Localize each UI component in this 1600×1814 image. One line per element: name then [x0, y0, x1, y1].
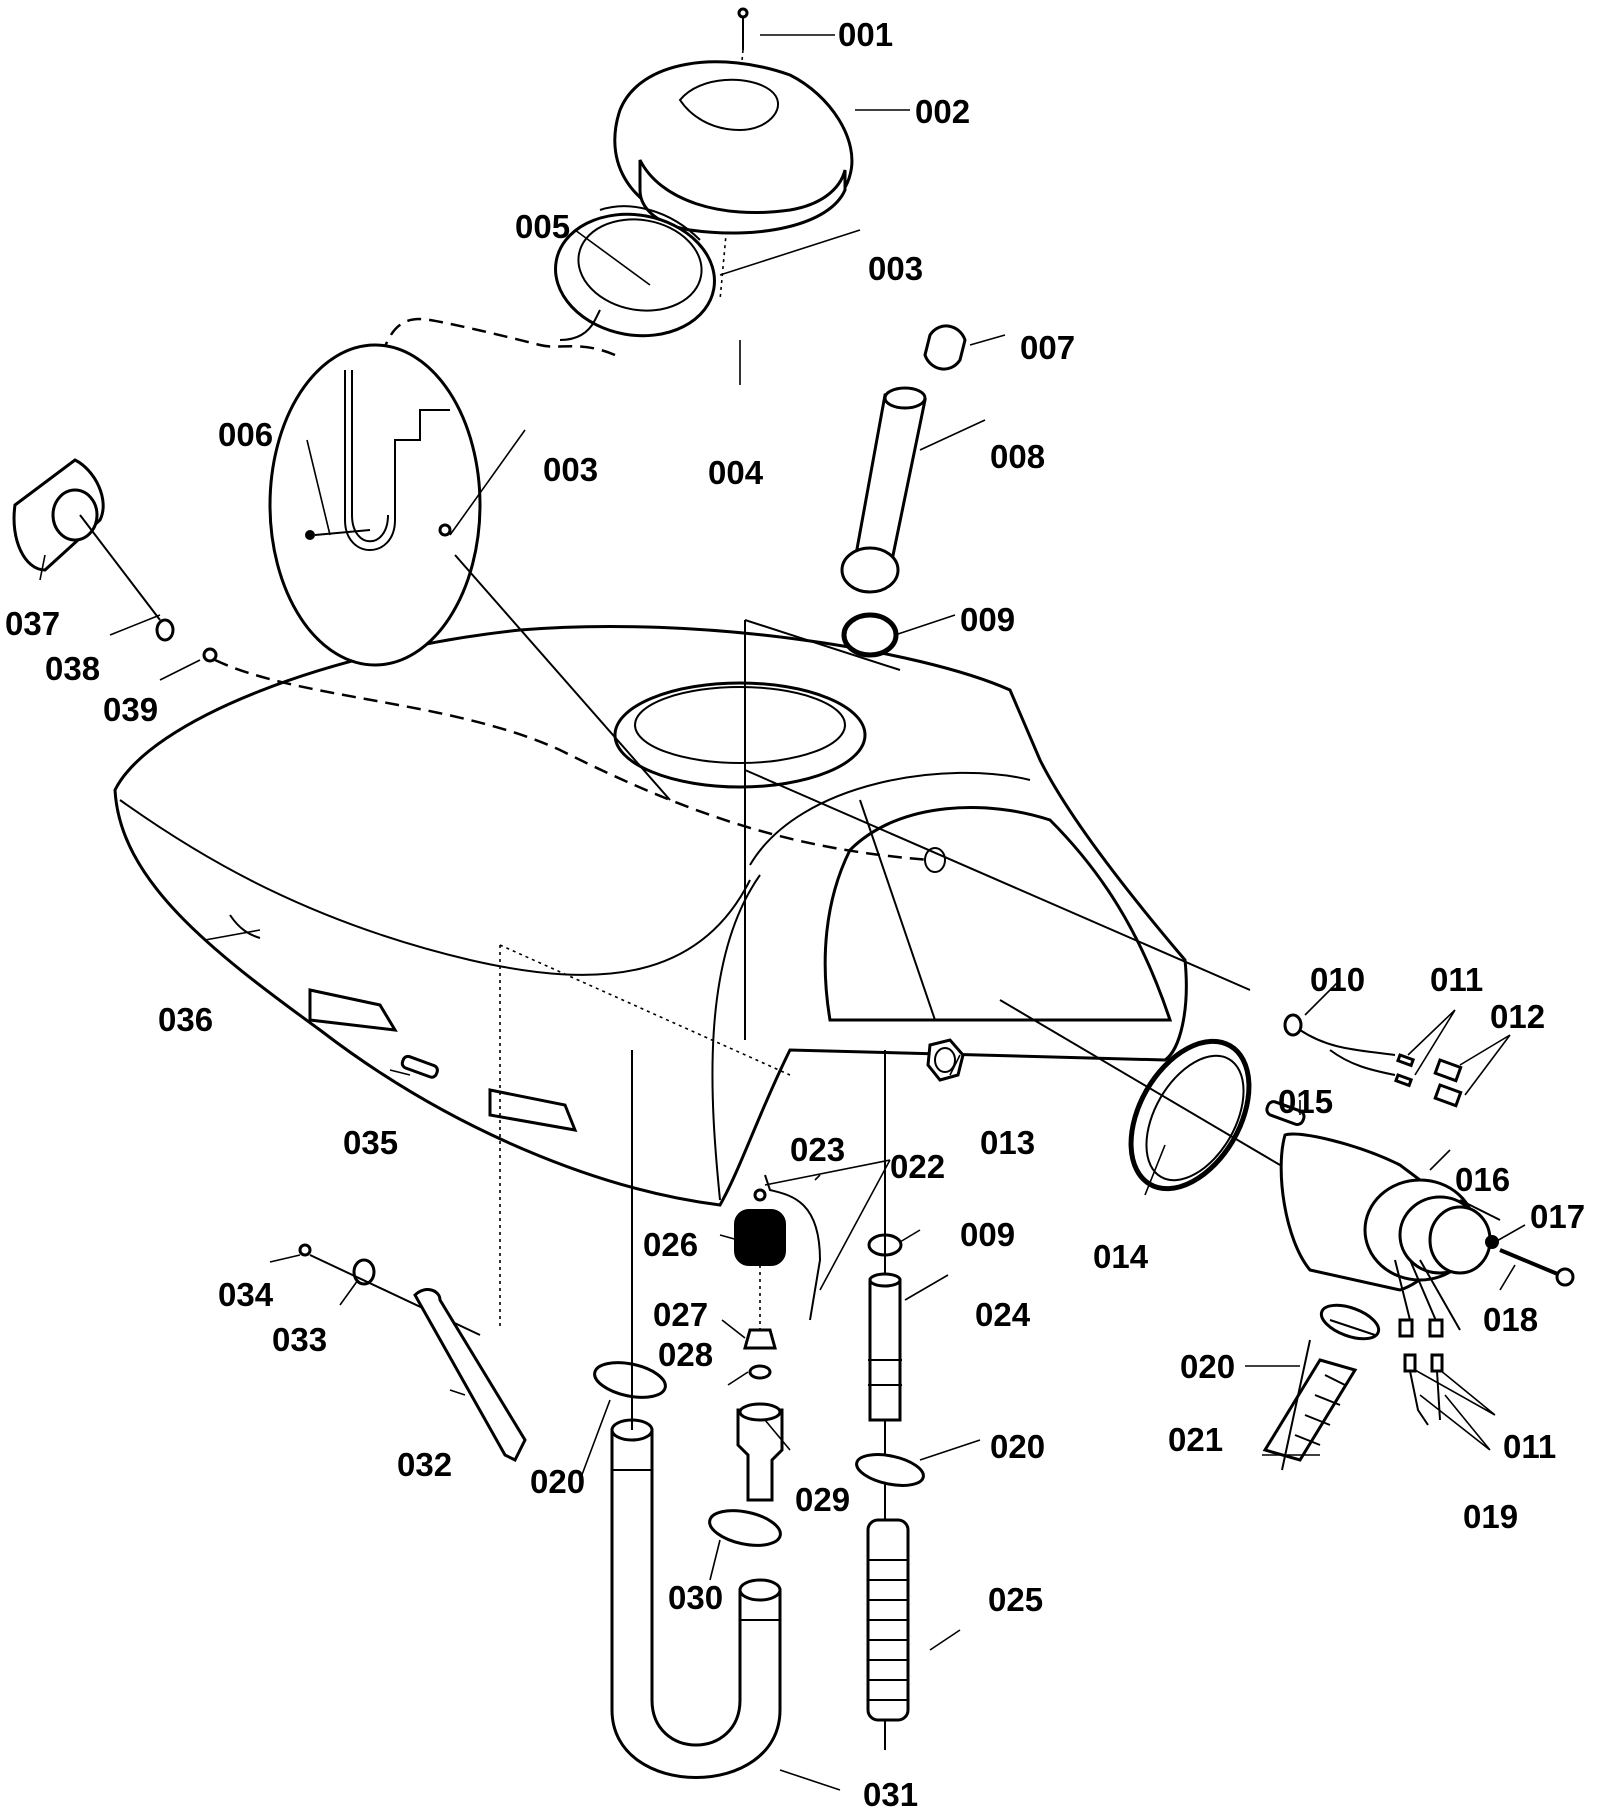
label-004: 004	[708, 454, 764, 491]
clamp-part-030	[708, 1509, 782, 1547]
label-002: 002	[915, 93, 971, 130]
label-025: 025	[988, 1581, 1044, 1618]
housing-part-036	[113, 619, 1188, 1330]
label-016: 016	[1455, 1161, 1511, 1198]
label-037: 037	[5, 605, 61, 642]
label-028: 028	[658, 1336, 714, 1373]
cap-part-002	[613, 60, 854, 235]
hose-part-031	[610, 1050, 782, 1779]
label-009-lower: 009	[960, 1216, 1016, 1253]
hose-part-025	[866, 1518, 910, 1722]
clamp-part-020-right	[1319, 1303, 1381, 1341]
label-003-upper: 003	[868, 250, 924, 287]
label-018: 018	[1483, 1301, 1539, 1338]
label-022: 022	[890, 1148, 946, 1185]
screw-part-018	[1459, 1199, 1575, 1287]
label-010: 010	[1310, 961, 1366, 998]
motor-part-016	[999, 999, 1492, 1338]
label-015: 015	[1278, 1083, 1334, 1120]
label-001: 001	[838, 16, 894, 53]
filter-part-037	[12, 458, 931, 862]
label-039: 039	[103, 691, 159, 728]
wiring-part-010	[744, 769, 1463, 1108]
clamp-part-020-left	[593, 1361, 667, 1399]
label-012: 012	[1490, 998, 1546, 1035]
label-032: 032	[397, 1446, 453, 1483]
label-020-right: 020	[1180, 1348, 1236, 1385]
label-026: 026	[643, 1226, 699, 1263]
label-021: 021	[1168, 1421, 1224, 1458]
label-030: 030	[668, 1579, 724, 1616]
label-031: 031	[863, 1776, 919, 1813]
clamp-part-020-center	[855, 1453, 925, 1487]
connector-part-029	[736, 1402, 784, 1502]
label-035: 035	[343, 1124, 399, 1161]
label-019: 019	[1463, 1498, 1519, 1535]
washer-part-028	[748, 1364, 772, 1380]
label-027: 027	[653, 1296, 709, 1333]
label-011-upper: 011	[1430, 961, 1484, 998]
pin-part-015	[1265, 1100, 1306, 1126]
label-029: 029	[795, 1481, 851, 1518]
screw-part-001	[719, 7, 749, 301]
terminals-part-019	[1403, 1353, 1444, 1426]
label-014: 014	[1093, 1238, 1149, 1275]
label-020-left: 020	[530, 1463, 586, 1500]
float-part-026	[734, 1174, 822, 1340]
label-005: 005	[515, 208, 571, 245]
label-036: 036	[158, 1001, 214, 1038]
label-017: 017	[1530, 1198, 1586, 1235]
label-008: 008	[990, 438, 1046, 475]
label-024: 024	[975, 1296, 1031, 1333]
label-033: 033	[272, 1321, 328, 1358]
tube-part-008	[840, 386, 927, 594]
pipe-part-024	[868, 1272, 902, 1422]
pin-part-035	[400, 1054, 439, 1079]
detail-circle	[268, 343, 671, 801]
hose-part-021	[1262, 1339, 1358, 1471]
valve-part-027	[743, 1328, 777, 1350]
oring-part-009-upper	[841, 612, 899, 658]
nut-part-013	[859, 799, 965, 1082]
bracket-part-032	[298, 1243, 527, 1463]
label-013: 013	[980, 1124, 1036, 1161]
label-009-upper: 009	[960, 601, 1016, 638]
label-038: 038	[45, 650, 101, 687]
label-034: 034	[218, 1276, 274, 1313]
label-006: 006	[218, 416, 274, 453]
label-011-lower: 011	[1503, 1428, 1557, 1465]
leader-lines	[39, 34, 1526, 1791]
plug-part-007	[923, 324, 967, 371]
label-020-center: 020	[990, 1428, 1046, 1465]
label-007: 007	[1020, 329, 1076, 366]
label-003-lower: 003	[543, 451, 599, 488]
label-023: 023	[790, 1131, 846, 1168]
